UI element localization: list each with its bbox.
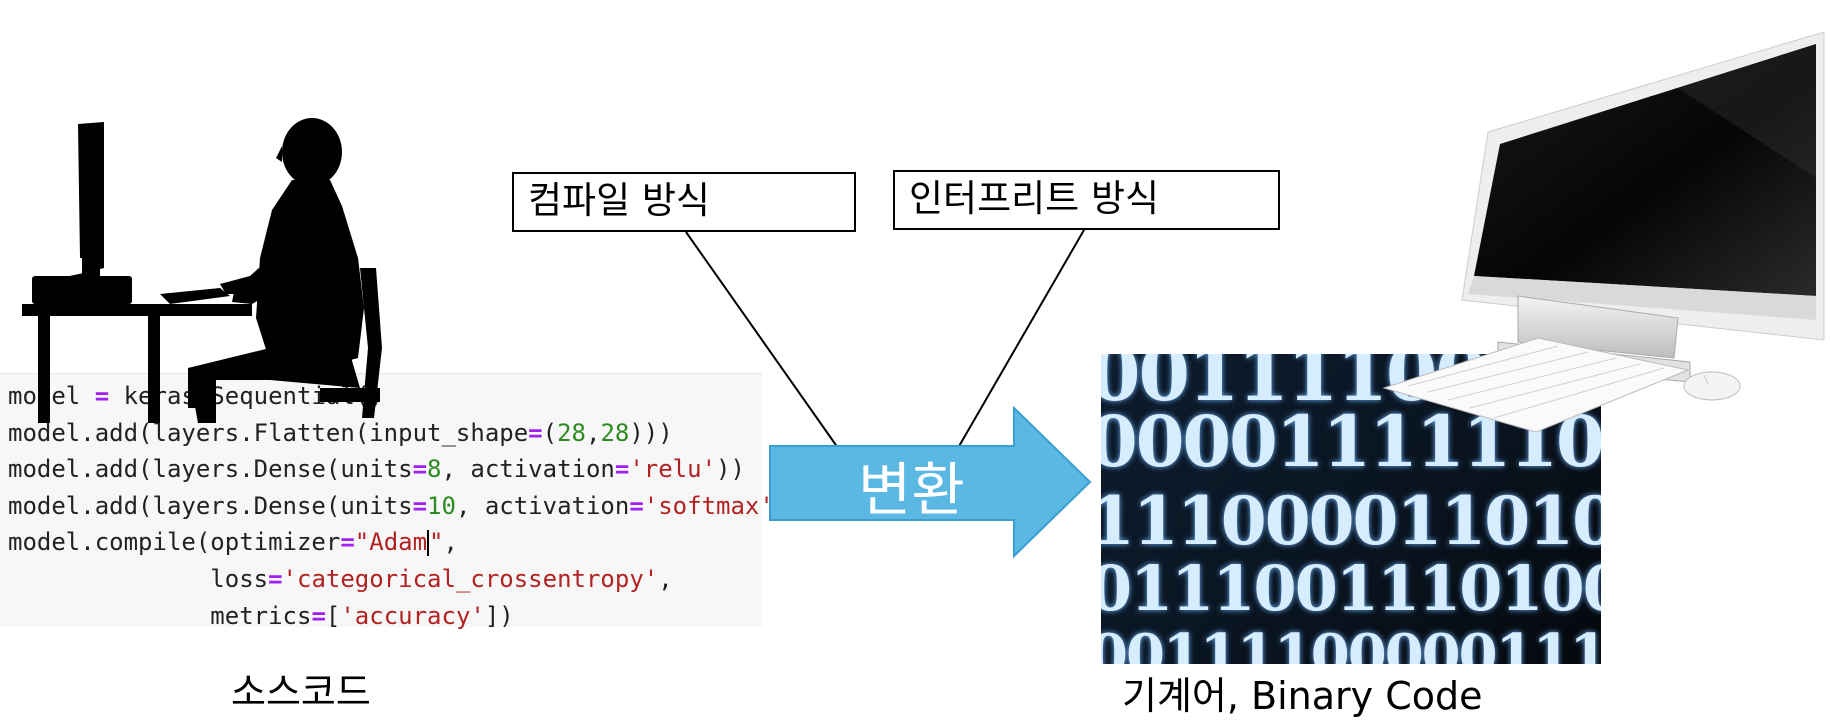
code-token: model.add(layers.Flatten(input_shape [8, 418, 529, 447]
code-token: "Adam [354, 528, 428, 557]
code-line: loss='categorical_crossentropy', [8, 561, 762, 598]
code-token: 'softmax' [643, 491, 774, 520]
code-token: " [429, 528, 444, 557]
source-code-caption: 소스코드 [231, 670, 371, 714]
code-token: = [412, 491, 428, 520]
code-token: 'categorical_crossentropy' [282, 564, 659, 593]
code-line: model.add(layers.Dense(units=8, activati… [8, 451, 762, 488]
code-token: = [340, 528, 355, 557]
text-cursor [427, 530, 430, 557]
compile-method-text: 컴파일 방식 [528, 179, 710, 222]
compile-callout-line [685, 231, 839, 449]
code-token: , [585, 418, 601, 447]
code-token: 28 [600, 418, 630, 447]
code-token: ]) [484, 601, 514, 630]
code-token: = [629, 491, 644, 520]
compile-method-label: 컴파일 방식 [512, 172, 856, 232]
machine-code-caption: 기계어, Binary Code [1122, 674, 1483, 718]
binary-row: 0011110000011110 [1101, 622, 1601, 664]
code-token: 'relu' [629, 455, 717, 484]
code-token: , activation [455, 491, 630, 520]
code-token: model.add(layers.Dense(units [8, 491, 413, 520]
code-line: model.add(layers.Flatten(input_shape=(28… [8, 415, 762, 452]
code-token: = [268, 564, 283, 593]
code-token: , [658, 564, 673, 593]
code-line: metrics=['accuracy']) [8, 598, 762, 635]
code-token: ( [542, 418, 558, 447]
code-token: = [614, 455, 630, 484]
code-token: 10 [427, 491, 456, 520]
conversion-label: 변환 [858, 456, 965, 524]
code-token: metrics [8, 601, 312, 630]
code-token: = [311, 601, 326, 630]
binary-row: 0111001110100001111 [1101, 552, 1601, 625]
code-token: loss [8, 564, 269, 593]
code-token: 8 [427, 455, 442, 484]
code-token: = [412, 455, 428, 484]
code-token: 28 [557, 418, 586, 447]
interpret-callout-line [957, 229, 1085, 449]
all-in-one-computer-icon: LG [1382, 31, 1825, 433]
conversion-arrow [769, 405, 1092, 559]
interpret-method-label: 인터프리트 방식 [893, 170, 1280, 230]
code-token: ))) [629, 418, 673, 447]
code-line: model.add(layers.Dense(units=10, activat… [8, 488, 803, 525]
interpret-method-text: 인터프리트 방식 [909, 177, 1160, 220]
code-token: [ [325, 601, 341, 630]
code-token: = [94, 382, 110, 410]
source-code-panel: model = keras.Sequential()model.add(laye… [0, 373, 803, 630]
person-at-computer-silhouette-icon [22, 118, 382, 423]
code-token: = [528, 418, 543, 447]
code-line: model.compile(optimizer="Adam", [8, 524, 762, 561]
code-token: , [443, 528, 458, 557]
code-token: model.add(layers.Dense(units [8, 455, 413, 484]
code-token: , activation [441, 455, 615, 484]
binary-row: 1110000110100110011 [1101, 482, 1601, 560]
code-token: 'accuracy' [340, 601, 485, 630]
code-token: )) [716, 455, 745, 484]
code-token: model.compile(optimizer [8, 528, 341, 557]
